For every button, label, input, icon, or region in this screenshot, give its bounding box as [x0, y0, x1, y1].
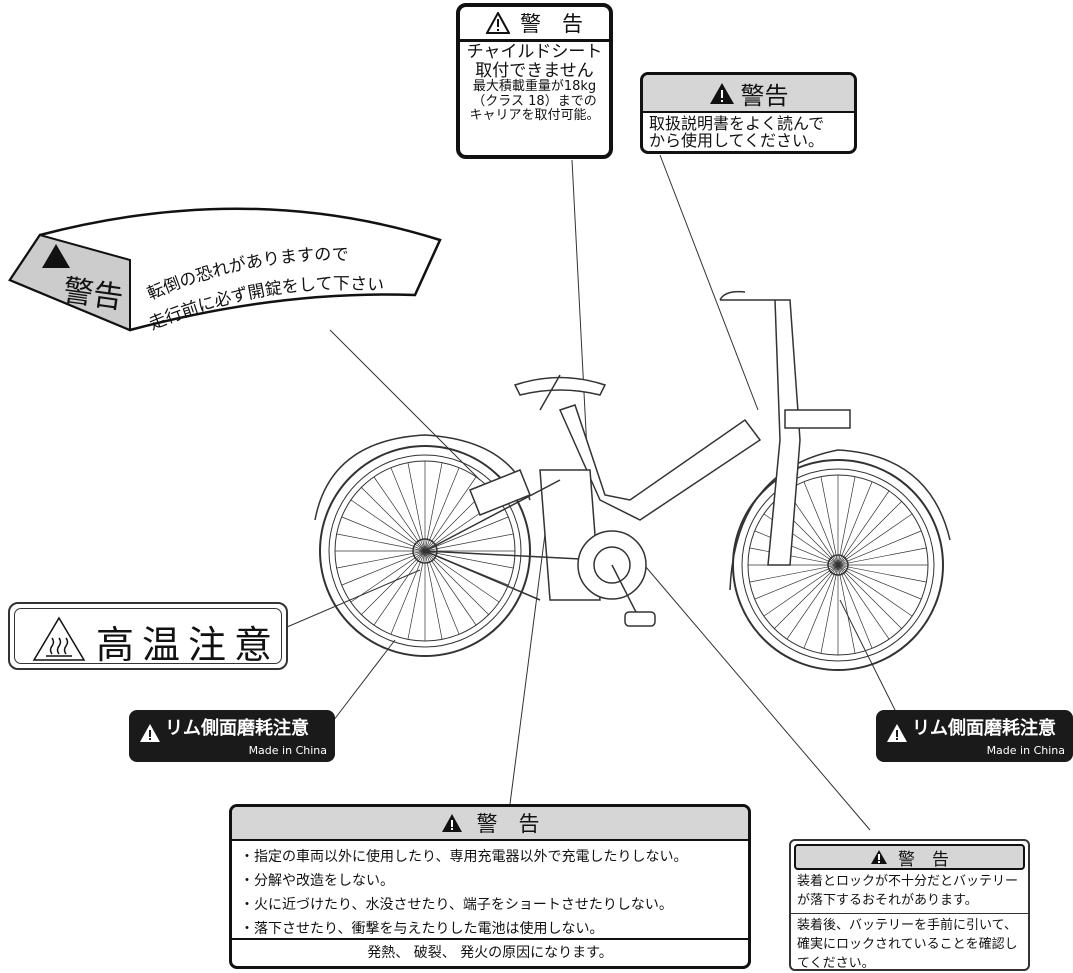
made-in-text: Made in China: [986, 744, 1065, 757]
high-temp-text: 高温注意: [96, 623, 281, 667]
warning-triangle-icon: [871, 850, 887, 864]
child-seat-header-text: 警 告: [520, 12, 583, 36]
lock-p1-line1: 装着とロックが不十分だとバッテリー: [797, 874, 1019, 889]
tilt-header: 警告: [61, 273, 125, 316]
rim-wear-text: リム側面磨耗注意: [165, 718, 309, 739]
lock-header: 警 告: [794, 844, 1025, 870]
made-in-text: Made in China: [248, 744, 327, 757]
child-seat-warning-label: 警 告 チャイルドシート 取付できません 最大積載重量が18kg （クラス 18…: [456, 3, 613, 159]
warning-triangle-icon: [887, 724, 907, 742]
bicycle-frame: [424, 290, 851, 627]
lock-paragraph-1: 装着とロックが不十分だとバッテリー が落下するおそれがあります。: [791, 870, 1028, 914]
lock-p2-line3: てください。: [797, 956, 875, 971]
child-seat-line4: （クラス 18）までの: [472, 93, 597, 109]
front-wheel: [729, 449, 951, 671]
list-item: 分解や改造をしない。: [240, 869, 748, 893]
manual-header: 警告: [643, 75, 854, 113]
battery-warning-list: 指定の車両以外に使用したり、専用充電器以外で充電したりしない。 分解や改造をしな…: [232, 845, 748, 941]
child-seat-header: 警 告: [460, 7, 609, 42]
child-seat-line3: 最大積載重量が18kg: [472, 79, 597, 95]
battery-header: 警 告: [232, 807, 748, 841]
list-item: 指定の車両以外に使用したり、専用充電器以外で充電したりしない。: [240, 845, 748, 869]
battery-lock-warning-label: 警 告 装着とロックが不十分だとバッテリー が落下するおそれがあります。 装着後…: [789, 839, 1030, 971]
battery-header-text: 警 告: [476, 812, 540, 836]
manual-line2: から使用してください。: [649, 130, 825, 150]
lock-p2-line1: 装着後、バッテリーを手前に引いて、: [797, 918, 1017, 933]
warning-triangle-icon: [140, 724, 160, 742]
rim-wear-text: リム側面磨耗注意: [912, 718, 1056, 739]
list-item: 火に近づけたり、水没させたり、端子をショートさせたりしない。: [240, 893, 748, 917]
child-seat-line5: キャリアを取付可能。: [469, 107, 600, 123]
child-seat-line1: チャイルドシート: [466, 42, 603, 62]
manual-warning-label: 警告 取扱説明書をよく読んで から使用してください。: [640, 72, 857, 154]
warning-triangle-icon: [42, 244, 70, 268]
manual-header-text: 警告: [740, 81, 789, 110]
warning-triangle-icon: [441, 814, 462, 832]
lock-p2-line2: 確実にロックされていることを確認し: [797, 937, 1018, 952]
tilt-warning-label: 警告 転倒の恐れがありますので 走行前に必ず開錠をして下さい: [8, 207, 442, 335]
hot-surface-icon: [32, 616, 86, 661]
lock-header-text: 警 告: [898, 849, 949, 870]
rear-wheel: [314, 434, 531, 657]
rim-wear-label-rear: リム側面磨耗注意 Made in China: [129, 710, 335, 762]
battery-footer: 発熱、 破裂、 発火の原因になります。: [232, 938, 748, 966]
manual-line1: 取扱説明書をよく読んで: [649, 114, 825, 133]
battery-warning-label: 警 告 指定の車両以外に使用したり、専用充電器以外で充電したりしない。 分解や改…: [229, 804, 751, 969]
lock-p1-line2: が落下するおそれがあります。: [797, 893, 978, 908]
warning-triangle-icon: [709, 82, 734, 104]
list-item: 落下させたり、衝撃を与えたりした電池は使用しない。: [240, 917, 748, 941]
child-seat-line2: 取付できません: [475, 60, 594, 81]
leader-lines: [279, 154, 901, 831]
warning-triangle-icon: [486, 12, 510, 34]
lock-paragraph-2: 装着後、バッテリーを手前に引いて、 確実にロックされていることを確認し てくださ…: [791, 914, 1028, 973]
high-temp-caution-label: 高温注意: [8, 602, 288, 670]
rim-wear-label-front: リム側面磨耗注意 Made in China: [876, 710, 1073, 762]
